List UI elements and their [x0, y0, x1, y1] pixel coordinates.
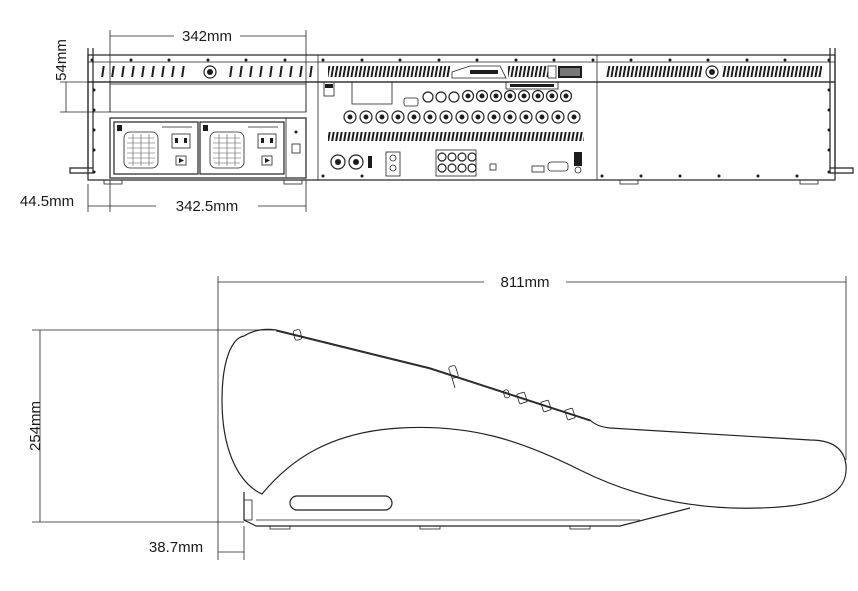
- power-supply-bay: [109, 117, 307, 179]
- dim-44-5mm: 44.5mm: [20, 193, 74, 210]
- center-logo-area: [451, 65, 582, 90]
- dim-342-5mm: 342.5mm: [176, 198, 239, 215]
- rating-label: [351, 81, 393, 105]
- power-switch: [291, 143, 301, 154]
- side-dimensions: 811mm 254mm 38.7mm: [27, 274, 847, 560]
- center-jacks: [422, 91, 460, 103]
- dim-811mm: 811mm: [501, 274, 550, 291]
- base-feet: [269, 525, 591, 530]
- power-supply-1: [113, 121, 199, 175]
- center-top-vent: [328, 66, 548, 77]
- dim-54mm: 54mm: [53, 39, 70, 81]
- dim-342mm: 342mm: [182, 28, 232, 45]
- chassis-outline: [221, 328, 847, 509]
- dim-38-7mm: 38.7mm: [149, 539, 203, 556]
- center-lower-vent: [328, 132, 584, 141]
- xlr-outputs-upper: [461, 89, 573, 103]
- xlr-inputs-row: [343, 110, 581, 124]
- lower-panel: [87, 81, 836, 181]
- left-vent-slots: [101, 66, 313, 77]
- carry-handle-slot: [289, 495, 393, 511]
- side-view: [221, 328, 847, 530]
- d-sub-connector: [403, 97, 419, 107]
- xlr-connector-right: [705, 65, 719, 79]
- top-controls: [292, 329, 576, 421]
- rear-view: [69, 48, 854, 185]
- right-top-vent: [606, 66, 822, 77]
- base-plate: [243, 492, 691, 527]
- rear-dimensions: 342mm 54mm 44.5mm 342.5mm: [20, 28, 307, 215]
- blank-cover-plate: [109, 83, 307, 113]
- center-lower-connectors: [330, 149, 582, 177]
- xlr-connector-left: [203, 65, 217, 79]
- power-supply-2: [199, 121, 285, 175]
- panel-screws: [90, 58, 831, 178]
- dim-254mm: 254mm: [27, 401, 44, 451]
